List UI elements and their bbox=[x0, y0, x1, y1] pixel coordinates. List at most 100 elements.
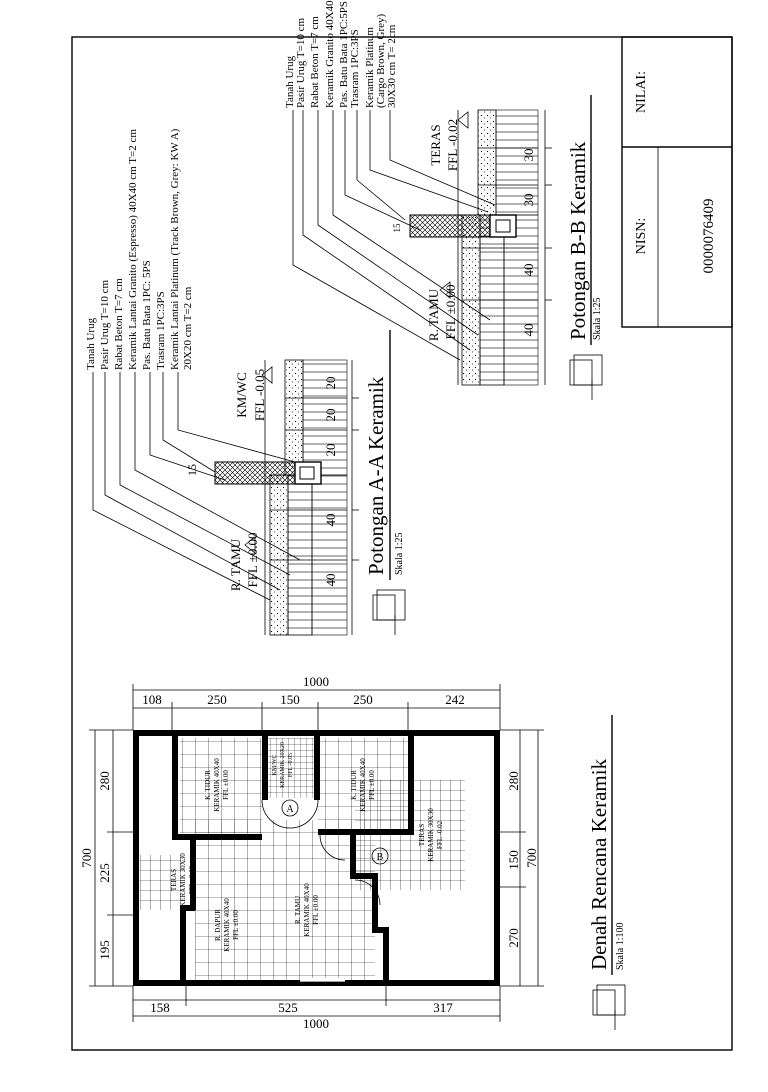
room-7-name: TERAS bbox=[418, 824, 426, 846]
room-4-name: TERAS bbox=[170, 869, 178, 891]
room-1-level: FFL ±0.00 bbox=[222, 770, 230, 800]
plan-bottom-dim-2: 525 bbox=[278, 1000, 298, 1015]
room-1-ceramic: KERAMIK 40X40 bbox=[213, 758, 221, 812]
section-a-dim-4: 20 bbox=[323, 409, 338, 422]
section-b-label-9: 30X30 cm T= 2cm bbox=[386, 24, 398, 108]
section-a-room-left: R. TAMU bbox=[228, 538, 243, 591]
plan-top-dim-2: 250 bbox=[207, 692, 227, 707]
section-a-title-group: Potongan A-A Keramik Skala 1:25 bbox=[364, 330, 406, 635]
plan-left-dim-2: 225 bbox=[97, 863, 112, 883]
section-a-dim-1: 40 bbox=[323, 574, 338, 587]
section-b-level-right: FFL -0.02 bbox=[445, 119, 460, 171]
room-3-ceramic: KERAMIK 40X40 bbox=[359, 758, 367, 812]
plan-bottom-total: 1000 bbox=[303, 1016, 329, 1031]
room-6-name: R. DAPUR bbox=[214, 909, 222, 941]
plan-right-dim-3: 270 bbox=[506, 928, 521, 948]
plan-bedroom-1-tiles bbox=[180, 738, 262, 833]
section-a-label-4: Keramik Lantai Granito (Espresso) 40X40 … bbox=[127, 129, 139, 370]
section-b-title-group: Potongan B-B Keramik Skala 1:25 bbox=[566, 95, 603, 400]
section-a-level-right: FFL -0.05 bbox=[252, 369, 267, 421]
room-7-level: FFL -0.02 bbox=[436, 820, 444, 849]
marker-a: A bbox=[286, 804, 294, 815]
section-b-label-5: Pas. Batu Bata 1PC:5PS bbox=[338, 1, 350, 108]
section-b-label-7: Keramik Platinum bbox=[364, 27, 376, 108]
section-a-label-5: Pas. Batu Bata 1PC: 5PS bbox=[141, 260, 153, 370]
plan-bottom-dim-3: 317 bbox=[433, 1000, 453, 1015]
section-b-label-3: Rabat Beton T=7 cm bbox=[309, 16, 321, 108]
room-6-ceramic: KERAMIK 40X40 bbox=[223, 898, 231, 952]
section-a-label-3: Rabat Beton T=7 cm bbox=[113, 278, 125, 370]
section-a-title: Potongan A-A Keramik bbox=[364, 376, 388, 575]
floor-plan: A B K. TIDUR KERAMIK 40X40 FFL ±0.00 KM/… bbox=[79, 674, 544, 1031]
marker-b: B bbox=[377, 852, 384, 863]
section-b-step: 15 bbox=[392, 223, 402, 233]
section-a-step: 15 bbox=[185, 464, 199, 476]
plan-left-dim-1: 280 bbox=[97, 771, 112, 791]
room-3-name: K. TIDUR bbox=[350, 770, 358, 800]
room-2-level: FFL -0.05 bbox=[288, 753, 294, 777]
room-1-name: K. TIDUR bbox=[204, 770, 212, 800]
room-5-name: R. TAMU bbox=[294, 896, 302, 924]
section-b-label-8: (Cargo Brown, Grey) bbox=[375, 13, 387, 108]
room-5-ceramic: KERAMIK 40X40 bbox=[303, 883, 311, 937]
room-5-level: FFL ±0.00 bbox=[312, 895, 320, 925]
title-block: NILAI: NISN: 0000076409 bbox=[621, 36, 733, 328]
section-b-dim-4: 30 bbox=[521, 149, 536, 162]
section-a-label-6: Trasram 1PC:3PS bbox=[155, 291, 167, 370]
plan-right-total: 700 bbox=[524, 848, 539, 868]
section-b-dim-3: 30 bbox=[521, 194, 536, 207]
plan-right-dim-2: 150 bbox=[506, 850, 521, 870]
section-a-scale: Skala 1:25 bbox=[394, 533, 405, 576]
room-2-ceramic: KERAMIK 20X20 bbox=[280, 742, 286, 788]
plan-right-dim-1: 280 bbox=[506, 771, 521, 791]
room-4-level: FFL -0.02 bbox=[188, 865, 196, 894]
section-b-labels: Tanah Urug Pasir Urug T=10 cm Rabat Beto… bbox=[284, 0, 398, 108]
section-a-dim-3: 20 bbox=[323, 444, 338, 457]
plan-top-dim-3: 150 bbox=[280, 692, 300, 707]
section-b-label-1: Tanah Urug bbox=[284, 55, 296, 108]
plan-scale: Skala 1:100 bbox=[615, 923, 626, 971]
section-a-level-left: FFL ±0.00 bbox=[245, 532, 260, 587]
room-3-level: FFL ±0.00 bbox=[368, 770, 376, 800]
plan-left-dim-3: 195 bbox=[97, 940, 112, 960]
nisn-label: NISN: bbox=[634, 218, 649, 255]
section-b-room-left: R. TAMU bbox=[426, 288, 441, 341]
section-b-label-2: Pasir Urug T=10 cm bbox=[295, 18, 307, 108]
section-a-drawing: 40 40 20 20 20 15 R. TAMU FFL ±0.00 KM/W… bbox=[92, 359, 359, 636]
section-b-dim-2: 40 bbox=[521, 264, 536, 277]
section-b-level-left: FFL ±0.00 bbox=[443, 284, 458, 339]
plan-top-dim-1: 108 bbox=[142, 692, 162, 707]
section-b-label-6: Trasram 1PC:3PS bbox=[349, 29, 361, 108]
plan-top-total: 1000 bbox=[303, 674, 329, 689]
section-a-label-1: Tanah Urug bbox=[85, 317, 97, 370]
room-6-level: FFL ±0.00 bbox=[232, 910, 240, 940]
section-b-label-4: Keramik Granito 40X40 cm bbox=[324, 0, 336, 108]
plan-bottom-dim-1: 158 bbox=[150, 1000, 170, 1015]
section-a-label-8: 20X20 cm T=2 cm bbox=[182, 286, 194, 370]
section-a-label-7: Keramik Lantai Platinum (Track Brown, Gr… bbox=[169, 128, 181, 370]
plan-top-dim-5: 242 bbox=[445, 692, 465, 707]
section-b-drawing: 40 40 30 30 15 R. TAMU FFL ±0.00 TERAS F… bbox=[292, 109, 552, 386]
section-b-title: Potongan B-B Keramik bbox=[566, 141, 590, 340]
sheet-border bbox=[71, 36, 733, 1051]
room-7-ceramic: KERAMIK 30X30 bbox=[427, 808, 435, 862]
section-b-room-right: TERAS bbox=[428, 124, 443, 165]
plan-title-group: Denah Rencana Keramik Skala 1:100 bbox=[587, 715, 626, 1030]
nisn-value: 0000076409 bbox=[701, 199, 717, 274]
room-4-ceramic: KERAMIK 30X30 bbox=[179, 853, 187, 907]
plan-bathroom-tiles bbox=[268, 738, 314, 798]
section-a-labels: Tanah Urug Pasir Urug T=10 cm Rabat Beto… bbox=[85, 128, 194, 370]
section-b-scale: Skala 1:25 bbox=[592, 298, 603, 341]
nilai-label: NILAI: bbox=[634, 71, 649, 113]
section-a-dim-2: 40 bbox=[323, 514, 338, 527]
plan-living-tiles bbox=[195, 820, 375, 980]
section-a-label-2: Pasir Urug T=10 cm bbox=[99, 280, 111, 370]
section-a-room-right: KM/WC bbox=[234, 372, 249, 418]
plan-left-total: 700 bbox=[79, 848, 94, 868]
plan-terrace-left-tiles bbox=[140, 855, 185, 910]
section-b-dim-1: 40 bbox=[521, 324, 536, 337]
plan-title: Denah Rencana Keramik bbox=[587, 758, 611, 970]
section-a-dim-5: 20 bbox=[323, 377, 338, 390]
